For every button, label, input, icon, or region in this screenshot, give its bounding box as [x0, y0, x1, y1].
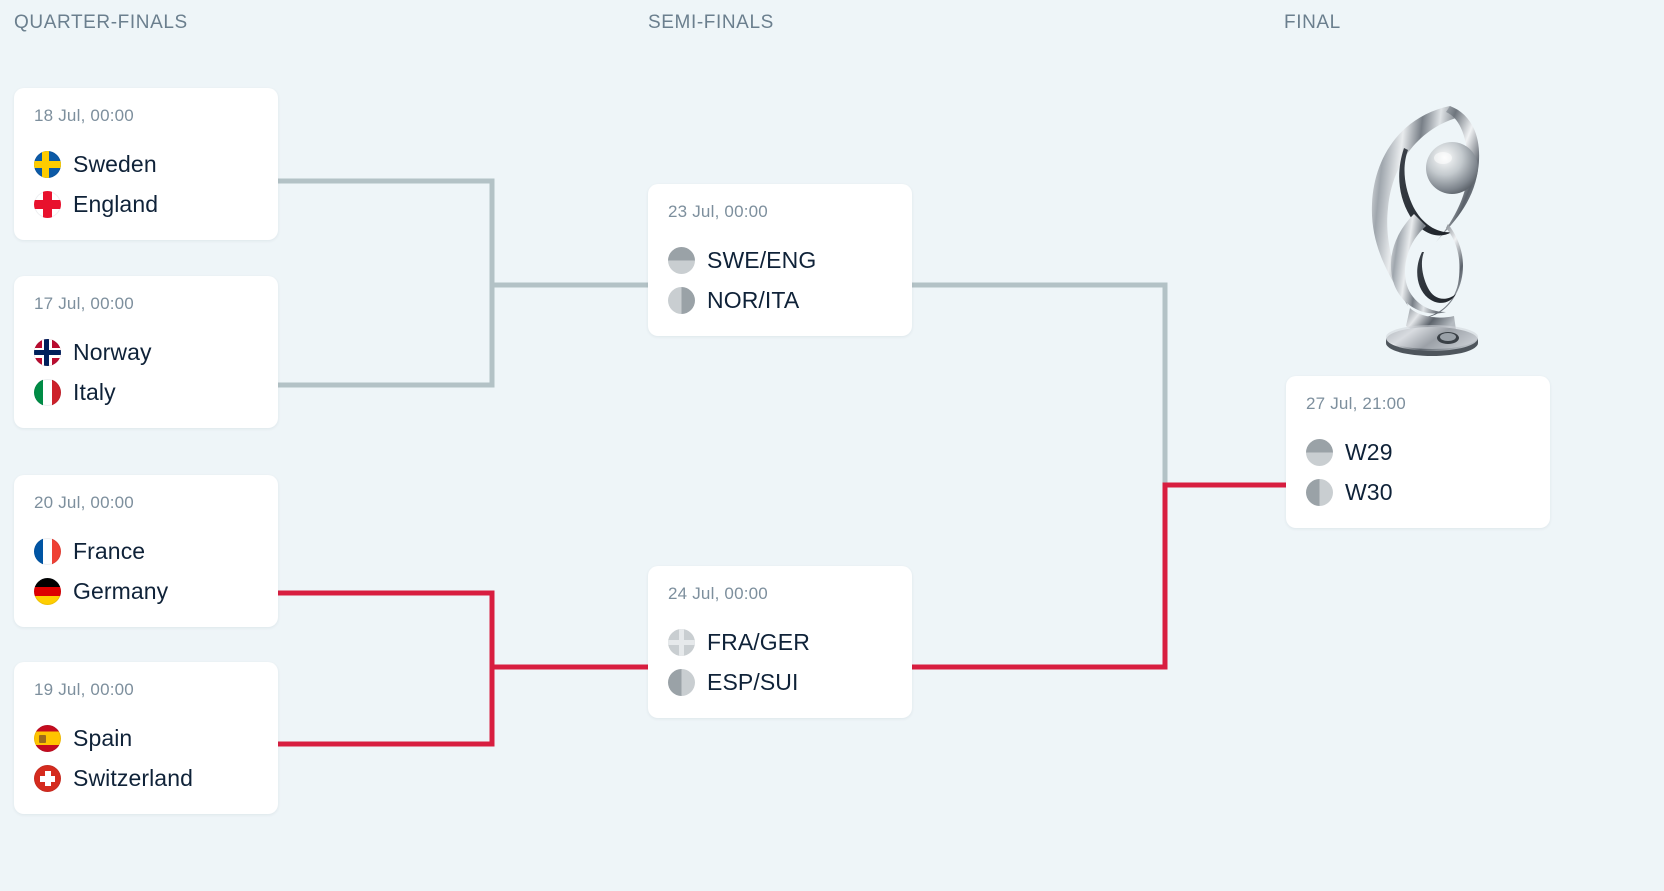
team-name: SWE/ENG [707, 246, 817, 273]
flag-norway-icon [34, 338, 61, 366]
connector-sf1-to-final [912, 282, 1286, 488]
team-row: Norway [34, 332, 258, 372]
team-name: England [73, 190, 159, 217]
team-name: Norway [73, 338, 152, 365]
flag-spain-icon [34, 724, 61, 752]
flag-france-icon [34, 537, 61, 565]
flag-italy-icon [34, 378, 61, 406]
match-card-qf3[interactable]: 20 Jul, 00:00 France Germany [14, 475, 278, 627]
match-card-sf2[interactable]: 24 Jul, 00:00 FRA/GER ESP/SUI [648, 566, 912, 718]
placeholder-flag-icon [1306, 438, 1333, 466]
team-row: Switzerland [34, 758, 258, 798]
placeholder-flag-icon [668, 668, 695, 696]
team-name: Italy [73, 378, 116, 405]
match-date: 23 Jul, 00:00 [668, 202, 768, 221]
team-row: England [34, 184, 258, 224]
match-card-qf4[interactable]: 19 Jul, 00:00 Spain Switzerland [14, 662, 278, 814]
placeholder-flag-icon [1306, 478, 1333, 506]
team-row: W30 [1306, 472, 1530, 512]
team-name: FRA/GER [707, 628, 810, 655]
team-name: Spain [73, 724, 133, 751]
flag-germany-icon [34, 577, 61, 605]
trophy-icon [1371, 106, 1480, 356]
placeholder-flag-icon [668, 628, 695, 656]
team-row: NOR/ITA [668, 280, 892, 320]
connector-qf1-qf2-to-sf1 [278, 178, 650, 388]
placeholder-flag-icon [668, 246, 695, 274]
team-name: NOR/ITA [707, 286, 800, 313]
team-row: Sweden [34, 144, 258, 184]
match-date: 17 Jul, 00:00 [34, 294, 134, 313]
match-card-final[interactable]: 27 Jul, 21:00 W29 W30 [1286, 376, 1550, 528]
team-row: W29 [1306, 432, 1530, 472]
flag-england-icon [34, 190, 61, 218]
connector-qf3-qf4-to-sf2 [278, 590, 650, 747]
team-row: Spain [34, 718, 258, 758]
round-header-semi-finals: SEMI-FINALS [648, 12, 774, 33]
connector-sf2-to-final [912, 482, 1286, 670]
flag-switzerland-icon [34, 764, 61, 792]
team-row: Germany [34, 571, 258, 611]
round-header-quarter-finals: QUARTER-FINALS [14, 12, 188, 33]
team-name: Sweden [73, 150, 157, 177]
team-row: FRA/GER [668, 622, 892, 662]
match-card-qf1[interactable]: 18 Jul, 00:00 Sweden England [14, 88, 278, 240]
match-date: 24 Jul, 00:00 [668, 584, 768, 603]
match-date: 20 Jul, 00:00 [34, 493, 134, 512]
team-row: ESP/SUI [668, 662, 892, 702]
flag-sweden-icon [34, 150, 61, 178]
match-date: 19 Jul, 00:00 [34, 680, 134, 699]
team-name: W29 [1345, 438, 1393, 465]
team-name: Germany [73, 577, 169, 604]
team-name: W30 [1345, 478, 1393, 505]
placeholder-flag-icon [668, 286, 695, 314]
team-row: France [34, 531, 258, 571]
team-row: SWE/ENG [668, 240, 892, 280]
team-row: Italy [34, 372, 258, 412]
match-card-sf1[interactable]: 23 Jul, 00:00 SWE/ENG NOR/ITA [648, 184, 912, 336]
round-header-final: FINAL [1284, 12, 1341, 33]
match-date: 18 Jul, 00:00 [34, 106, 134, 125]
team-name: ESP/SUI [707, 668, 799, 695]
team-name: France [73, 537, 146, 564]
match-date: 27 Jul, 21:00 [1306, 394, 1406, 413]
match-card-qf2[interactable]: 17 Jul, 00:00 Norway Italy [14, 276, 278, 428]
team-name: Switzerland [73, 764, 193, 791]
